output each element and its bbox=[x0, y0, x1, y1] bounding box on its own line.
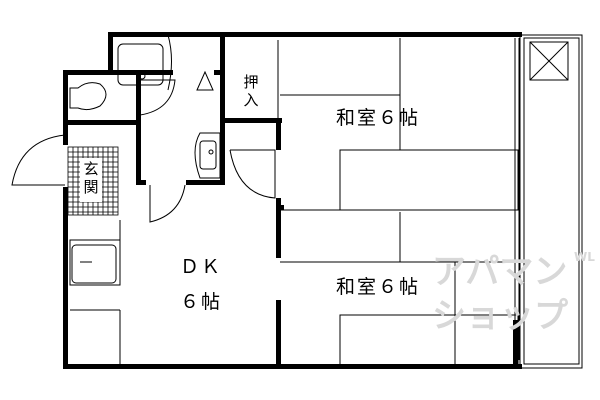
room-label-dk: ＤＫ bbox=[180, 256, 223, 278]
entrance-door-swing bbox=[11, 134, 66, 186]
watermark-mark: WL bbox=[574, 250, 595, 264]
walls bbox=[63, 32, 522, 369]
watermark-line2: ショップ bbox=[432, 296, 568, 336]
balcony bbox=[519, 34, 583, 369]
watermark-line1: アパマン bbox=[432, 252, 568, 292]
kitchen-counter bbox=[69, 239, 121, 286]
watermark: アパマン ショップ bbox=[432, 250, 568, 338]
entrance-tiles bbox=[67, 146, 119, 216]
room-label-japanese-bottom: 和室６帖 bbox=[336, 276, 421, 298]
tatami-top bbox=[339, 149, 519, 211]
room-label-japanese-top: 和室６帖 bbox=[336, 107, 421, 129]
door-swing bbox=[229, 149, 276, 199]
sink-icon bbox=[71, 244, 117, 284]
room-label-closet: 押入 bbox=[243, 73, 259, 109]
washbasin-icon bbox=[194, 132, 221, 179]
room-label-entrance: 玄関 bbox=[83, 160, 99, 196]
door-swing bbox=[139, 79, 176, 116]
hatch-icon bbox=[529, 41, 569, 81]
room-size-dk: ６帖 bbox=[180, 291, 223, 313]
toilet-icon bbox=[69, 82, 107, 111]
door-swing bbox=[149, 184, 186, 223]
